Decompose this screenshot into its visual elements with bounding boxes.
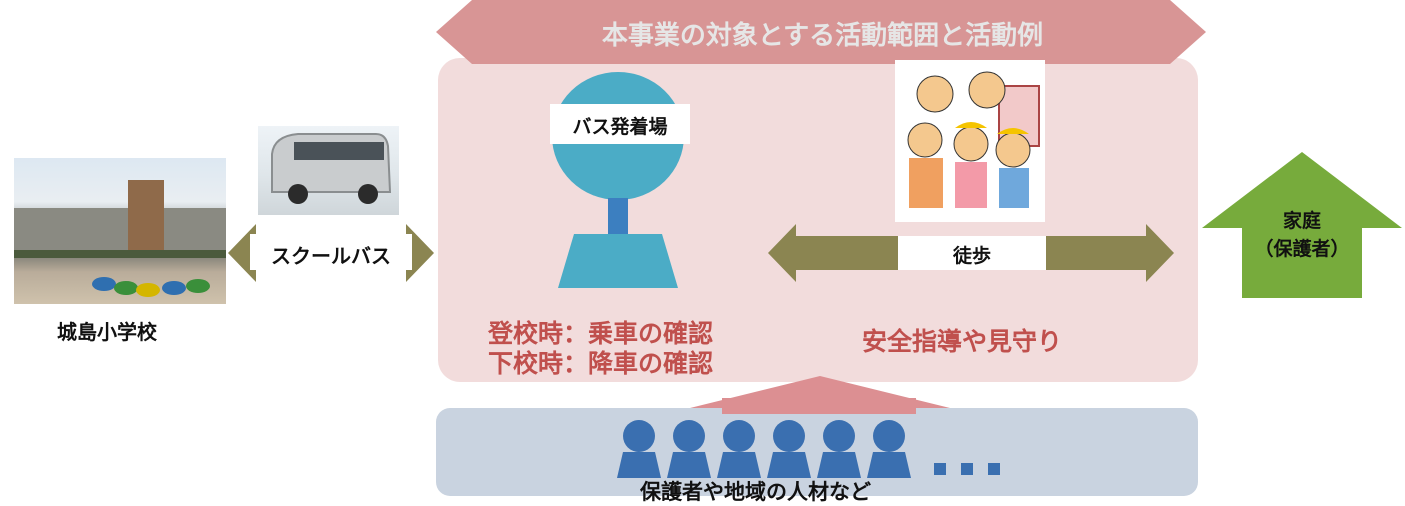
community-people-panel <box>436 408 1198 496</box>
children-walking-illustration <box>895 60 1045 222</box>
person-icon <box>767 420 811 478</box>
person-icon <box>817 420 861 478</box>
alighting-check-text: 下校時：降車の確認 <box>488 349 714 378</box>
school-bus-label-box <box>250 234 412 270</box>
person-icon <box>717 420 761 478</box>
school-label: 城島小学校 <box>57 320 157 344</box>
home-label-line2: （保護者） <box>1254 238 1350 260</box>
bus-icon <box>271 133 392 204</box>
people-icons <box>617 420 911 478</box>
home-label-line1: 家庭 <box>1282 210 1321 232</box>
school-building-icon <box>14 180 226 297</box>
support-up-arrow <box>690 376 950 414</box>
banner-title: 本事業の対象とする活動範囲と活動例 <box>601 21 1044 51</box>
home-up-arrow <box>1202 152 1402 298</box>
bus-stop-label-box <box>550 104 690 144</box>
safety-guidance-text: 安全指導や見守り <box>862 327 1063 356</box>
school-bus-label: スクールバス <box>271 244 391 268</box>
ellipsis-dots <box>934 460 1015 479</box>
children-illustration-icon <box>907 71 1040 208</box>
person-icon <box>617 420 661 478</box>
bus-stop-label: バス発着場 <box>572 116 668 138</box>
person-icon <box>867 420 911 478</box>
boarding-check-text: 登校時：乗車の確認 <box>488 319 714 348</box>
school-building-photo <box>14 158 226 304</box>
people-label: 保護者や地域の人材など <box>640 480 871 504</box>
walk-label: 徒歩 <box>952 245 991 267</box>
school-bus-photo <box>258 126 399 215</box>
person-icon <box>667 420 711 478</box>
banner-double-arrow <box>436 0 1206 64</box>
walk-label-box <box>898 236 1046 270</box>
